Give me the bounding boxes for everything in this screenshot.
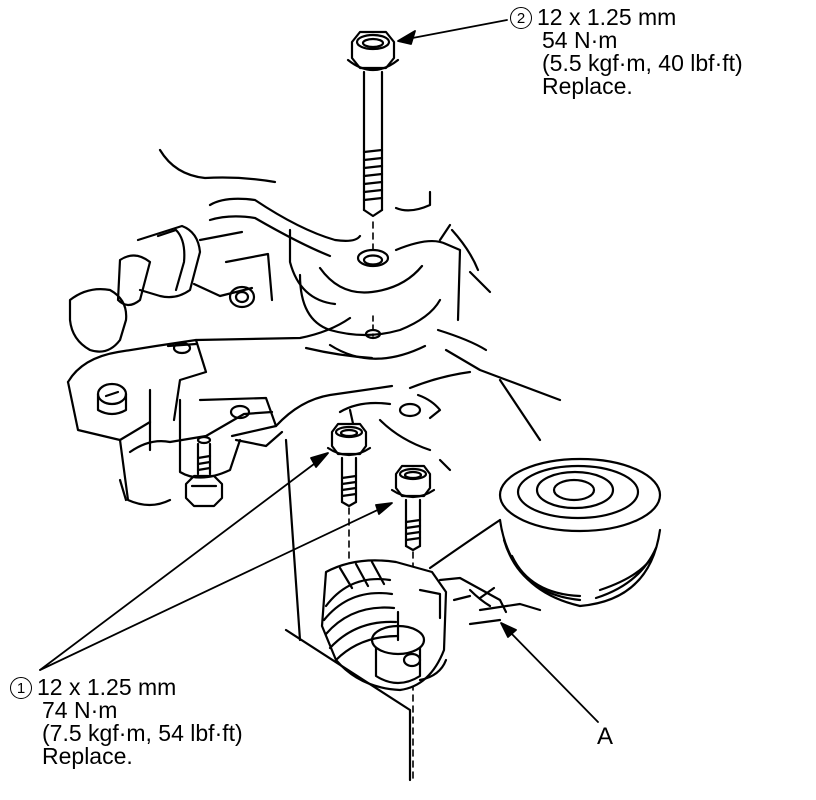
torque-nm-text: 54 N·m (542, 27, 618, 53)
torque-alt-units-text: (7.5 kgf·m, 54 lbf·ft) (42, 720, 243, 746)
bolt-size-text: 12 x 1.25 mm (37, 674, 177, 700)
part-label-a: A (597, 723, 614, 750)
replace-note-text: Replace. (42, 743, 133, 769)
leader-lines (39, 19, 599, 723)
torque-alt-units-text: (5.5 kgf·m, 40 lbf·ft) (542, 50, 743, 76)
upper-bracket (158, 148, 492, 360)
middle-bolt-right (390, 464, 436, 781)
middle-bolt-left (326, 422, 372, 611)
torque-nm-text: 74 N·m (42, 697, 118, 723)
left-bracket (66, 338, 284, 508)
replace-note-text: Replace. (542, 73, 633, 99)
mount-a (284, 457, 662, 782)
left-bushing-arm (68, 224, 274, 353)
callout-number-badge: 1 (10, 677, 32, 699)
arrow-head-icon (500, 622, 517, 638)
callout-number-badge: 2 (510, 7, 532, 29)
bolt-size-text: 12 x 1.25 mm (537, 4, 677, 30)
arrow-head-icon (397, 30, 416, 45)
arrow-head-icon (375, 502, 393, 515)
arrow-head-icon (310, 452, 329, 468)
crossmember-body (118, 316, 562, 642)
upper-bolt (346, 30, 400, 251)
